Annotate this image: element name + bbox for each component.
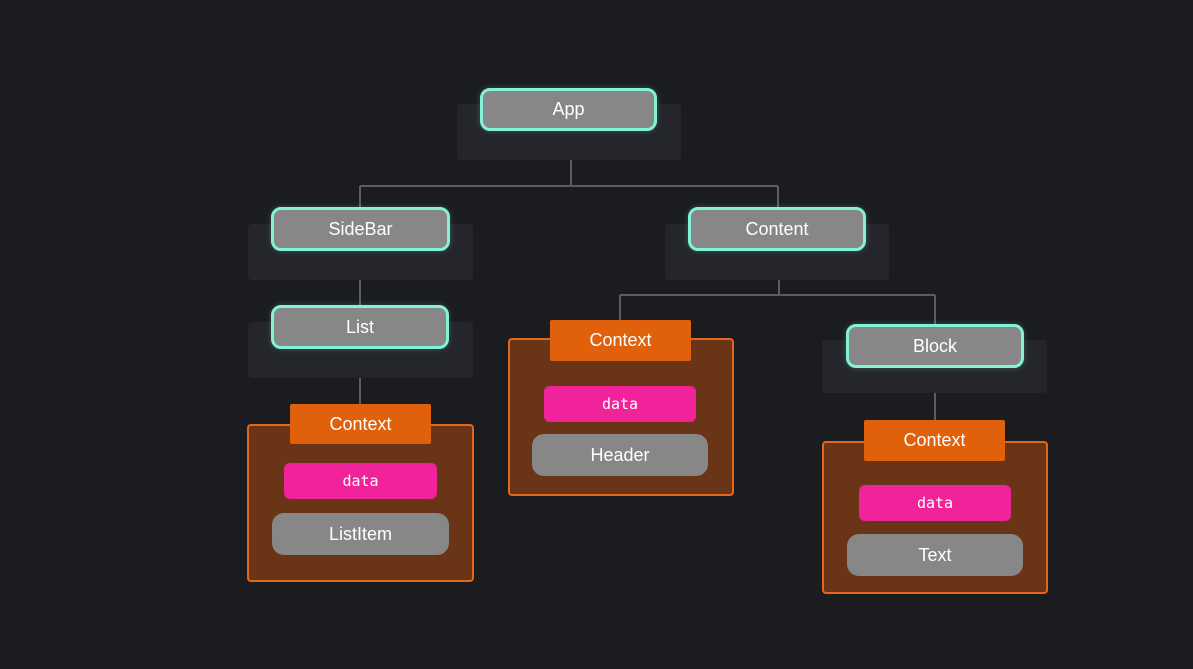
- content-context-label: Context: [550, 320, 691, 361]
- node-listitem: ListItem: [272, 513, 449, 555]
- node-header: Header: [532, 434, 708, 476]
- node-content: Content: [688, 207, 866, 251]
- node-list: List: [271, 305, 449, 349]
- block-context-label: Context: [864, 420, 1005, 461]
- node-app: App: [480, 88, 657, 131]
- node-sidebar: SideBar: [271, 207, 450, 251]
- block-context-data-pill: data: [859, 485, 1011, 521]
- edge-content-children: [619, 280, 936, 325]
- content-context-data-pill: data: [544, 386, 696, 422]
- list-context-box: [247, 424, 474, 582]
- list-context-data-pill: data: [284, 463, 437, 499]
- node-text: Text: [847, 534, 1023, 576]
- list-context-label: Context: [290, 404, 431, 444]
- node-block: Block: [846, 324, 1024, 368]
- edge-app-children: [359, 160, 779, 208]
